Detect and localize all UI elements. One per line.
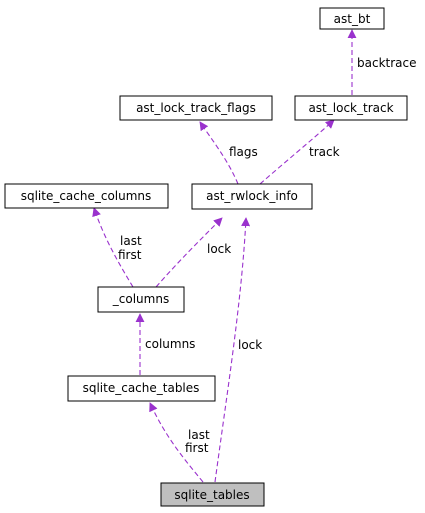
edge-flags: [199, 121, 239, 185]
node-ast-lock-track[interactable]: ast_lock_track: [294, 95, 408, 121]
node-label: sqlite_tables: [174, 488, 249, 502]
edge-label-columns: columns: [145, 337, 195, 351]
edge-label-lock-tables: lock: [238, 338, 262, 352]
edge-label-flags: flags: [229, 145, 258, 159]
node-ast-rwlock-info[interactable]: ast_rwlock_info: [191, 183, 313, 210]
edge-track: [259, 119, 335, 185]
edge-lock-tables: [214, 217, 251, 483]
node-label: ast_lock_track_flags: [136, 101, 256, 115]
edge-last-first-tables: [149, 402, 204, 483]
edge-label-last-tables: last: [188, 428, 210, 442]
edge-label-last-columns: last: [120, 234, 142, 248]
node-label: ast_bt: [334, 12, 371, 26]
edge-label-first-columns: first: [118, 248, 142, 262]
edge-label-lock-columns: lock: [207, 242, 231, 256]
edge-lock-columns: [155, 217, 223, 288]
node-label: ast_rwlock_info: [206, 189, 298, 203]
edge-label-backtrace: backtrace: [357, 56, 417, 70]
node-ast-bt[interactable]: ast_bt: [319, 7, 385, 30]
edge-label-track: track: [309, 145, 340, 159]
node-label: ast_lock_track: [308, 101, 393, 115]
node-sqlite-tables[interactable]: sqlite_tables: [160, 482, 265, 507]
edge-label-first-tables: first: [185, 441, 209, 455]
node-sqlite-cache-columns[interactable]: sqlite_cache_columns: [4, 183, 169, 209]
node-label: sqlite_cache_tables: [83, 381, 200, 395]
node-sqlite-cache-tables[interactable]: sqlite_cache_tables: [67, 375, 216, 402]
node-label: _columns: [112, 292, 169, 306]
node-columns[interactable]: _columns: [97, 286, 185, 313]
edge-last-first-columns: [92, 207, 134, 288]
node-label: sqlite_cache_columns: [21, 189, 152, 203]
node-ast-lock-track-flags[interactable]: ast_lock_track_flags: [119, 95, 273, 121]
